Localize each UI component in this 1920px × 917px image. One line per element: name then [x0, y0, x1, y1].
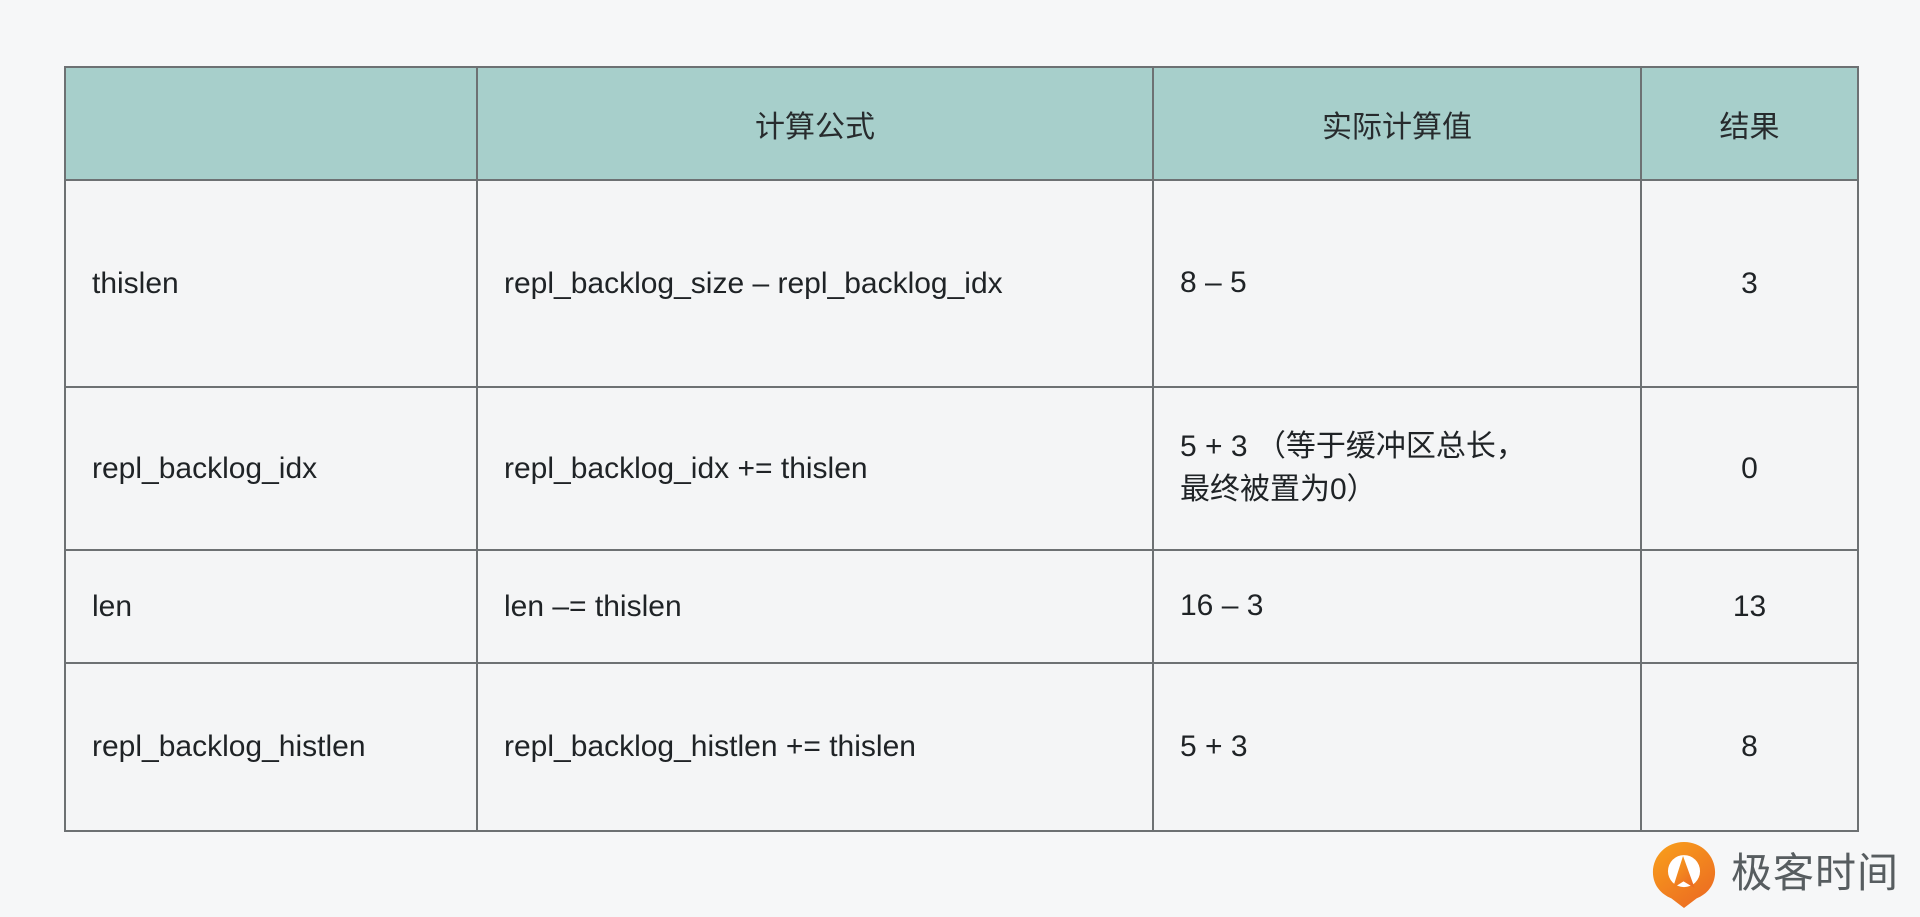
actual-value-cell: 5 + 3 （等于缓冲区总长， 最终被置为0） [1152, 386, 1642, 551]
variable-name-cell: len [64, 549, 478, 664]
formula-cell: repl_backlog_size – repl_backlog_idx [476, 179, 1154, 388]
table-row: repl_backlog_histlen repl_backlog_histle… [64, 662, 1859, 832]
table-row: repl_backlog_idx repl_backlog_idx += thi… [64, 386, 1859, 551]
actual-value-cell: 16 – 3 [1152, 549, 1642, 664]
variable-name-cell: repl_backlog_histlen [64, 662, 478, 832]
variable-name-cell: thislen [64, 179, 478, 388]
formula-cell: repl_backlog_histlen += thislen [476, 662, 1154, 832]
result-cell: 8 [1640, 662, 1859, 832]
geektime-pin-icon [1650, 839, 1718, 911]
variable-name-cell: repl_backlog_idx [64, 386, 478, 551]
result-cell: 0 [1640, 386, 1859, 551]
header-actual-value: 实际计算值 [1152, 66, 1642, 181]
geektime-logo: 极客时间 [1650, 839, 1899, 911]
actual-value-cell: 5 + 3 [1152, 662, 1642, 832]
table-row: len len –= thislen 16 – 3 13 [64, 549, 1859, 664]
geektime-logo-text: 极客时间 [1731, 849, 1899, 896]
header-formula: 计算公式 [476, 66, 1154, 181]
formula-cell: repl_backlog_idx += thislen [476, 386, 1154, 551]
table-row: thislen repl_backlog_size – repl_backlog… [64, 179, 1859, 388]
result-cell: 13 [1640, 549, 1859, 664]
header-empty [64, 66, 478, 181]
header-result: 结果 [1640, 66, 1859, 181]
calculation-table: 计算公式 实际计算值 结果 thislen repl_backlog_size … [64, 66, 1859, 832]
result-cell: 3 [1640, 179, 1859, 388]
formula-cell: len –= thislen [476, 549, 1154, 664]
actual-value-cell: 8 – 5 [1152, 179, 1642, 388]
table-header-row: 计算公式 实际计算值 结果 [64, 66, 1859, 181]
